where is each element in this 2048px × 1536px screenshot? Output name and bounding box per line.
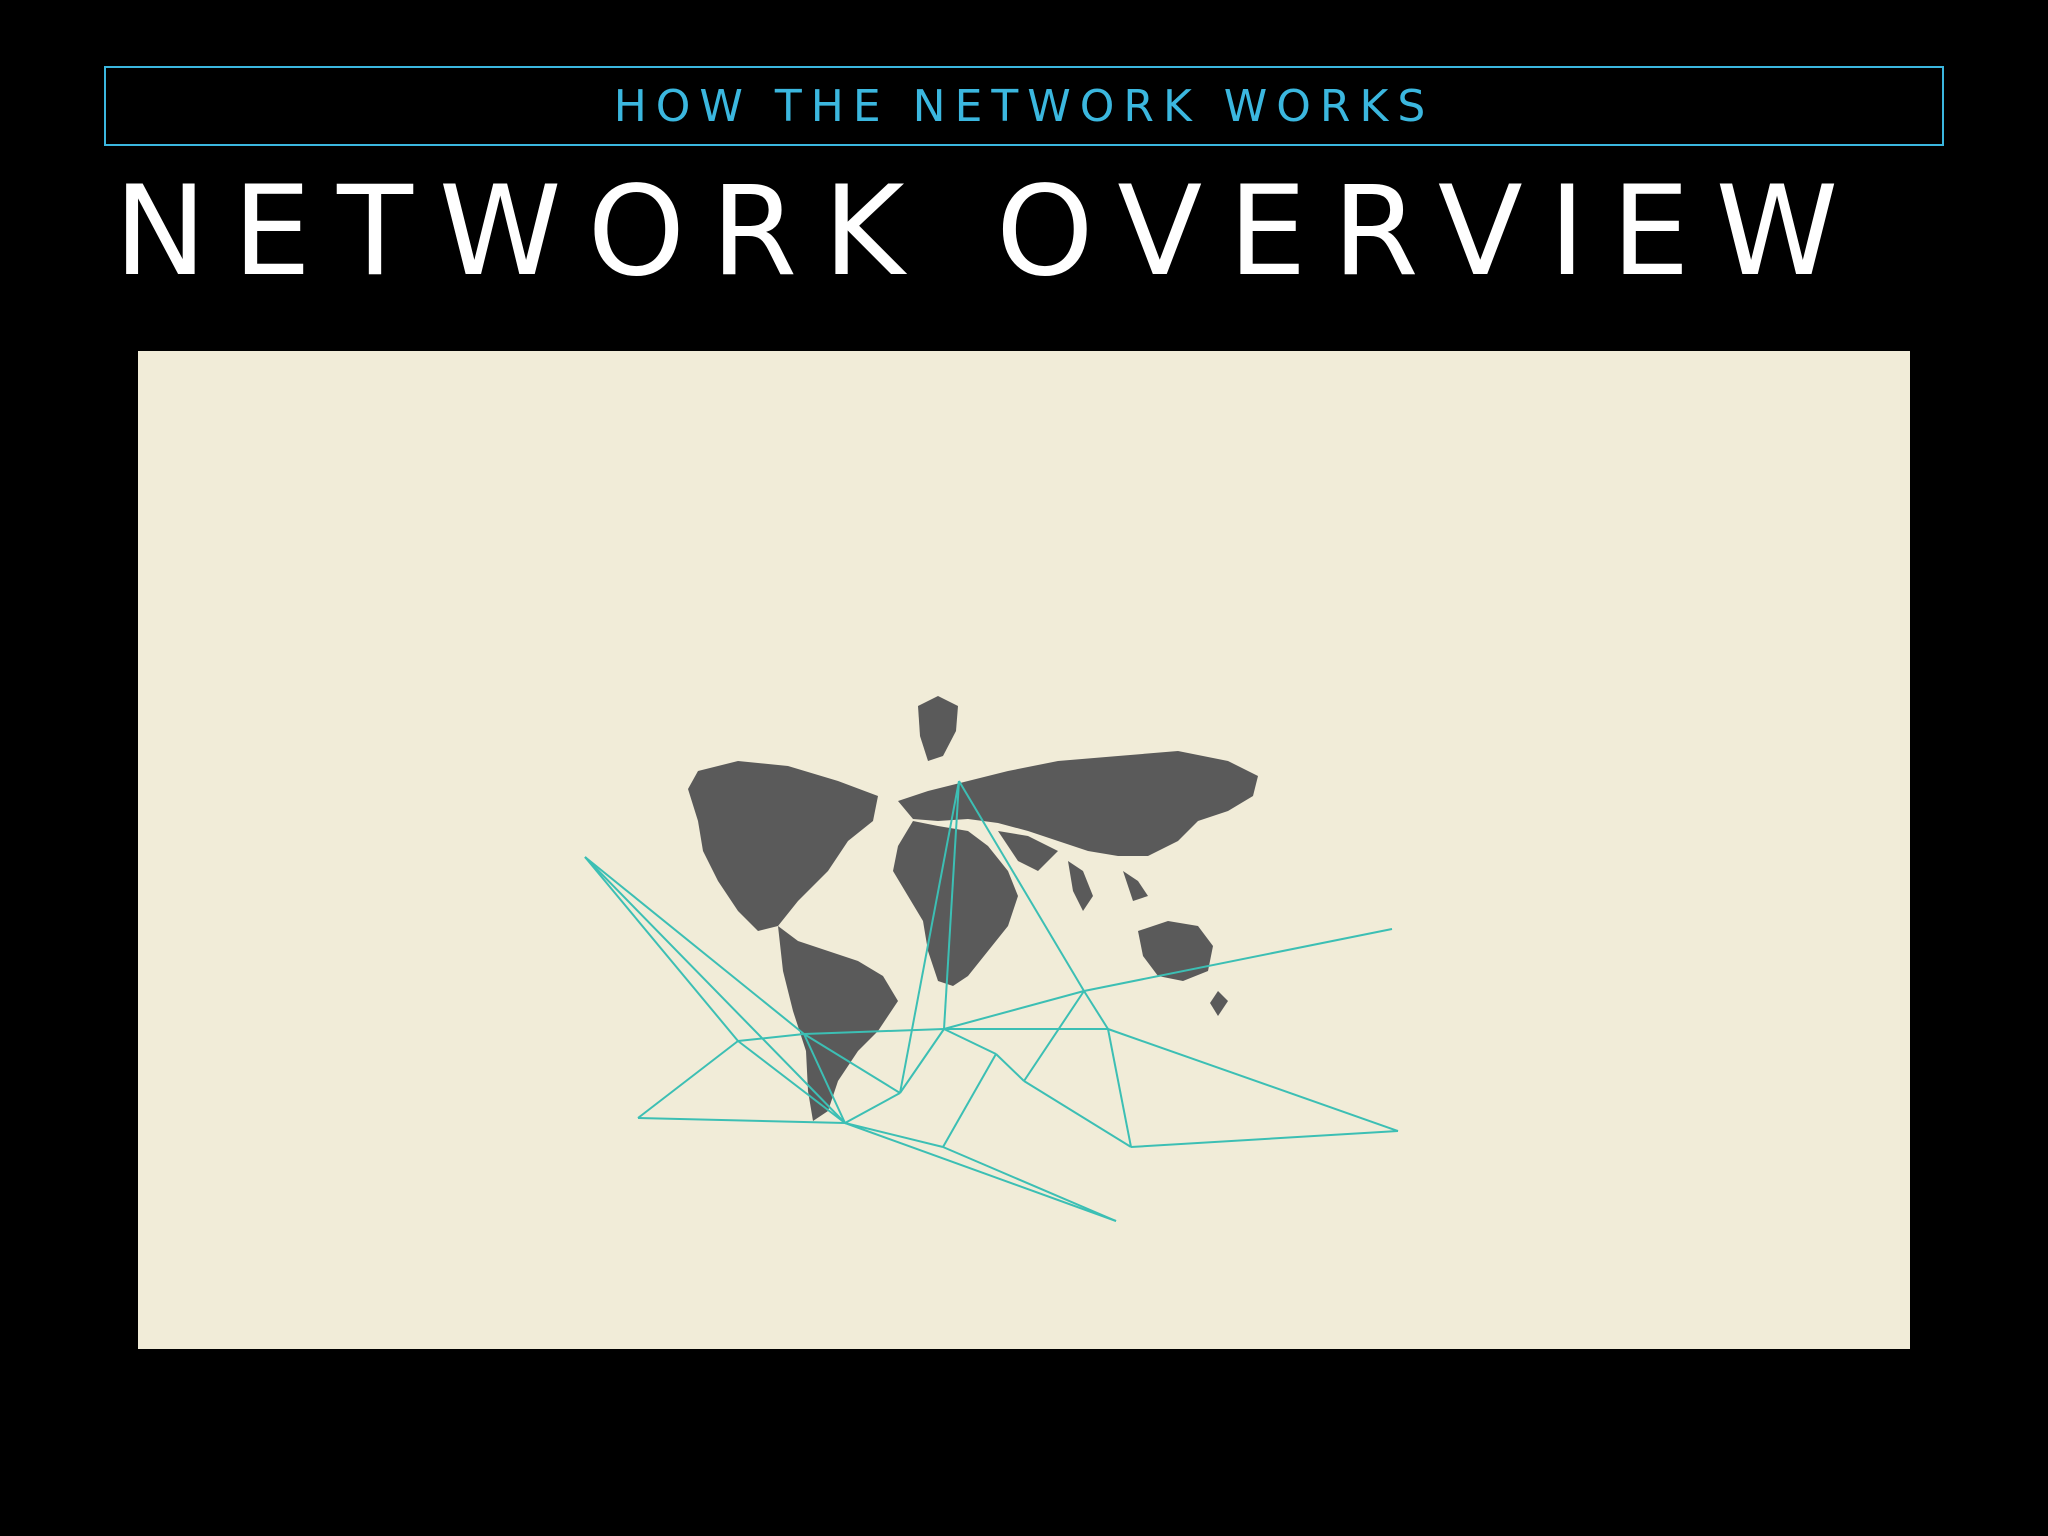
slide-title: NETWORK OVERVIEW xyxy=(114,160,1865,304)
network-connections xyxy=(584,780,1399,1222)
section-header-bar: HOW THE NETWORK WORKS xyxy=(104,66,1944,146)
diagram-graphics xyxy=(584,696,1399,1222)
section-label: HOW THE NETWORK WORKS xyxy=(613,80,1435,132)
world-map xyxy=(688,696,1258,1121)
network-overview-diagram xyxy=(138,351,1910,1349)
